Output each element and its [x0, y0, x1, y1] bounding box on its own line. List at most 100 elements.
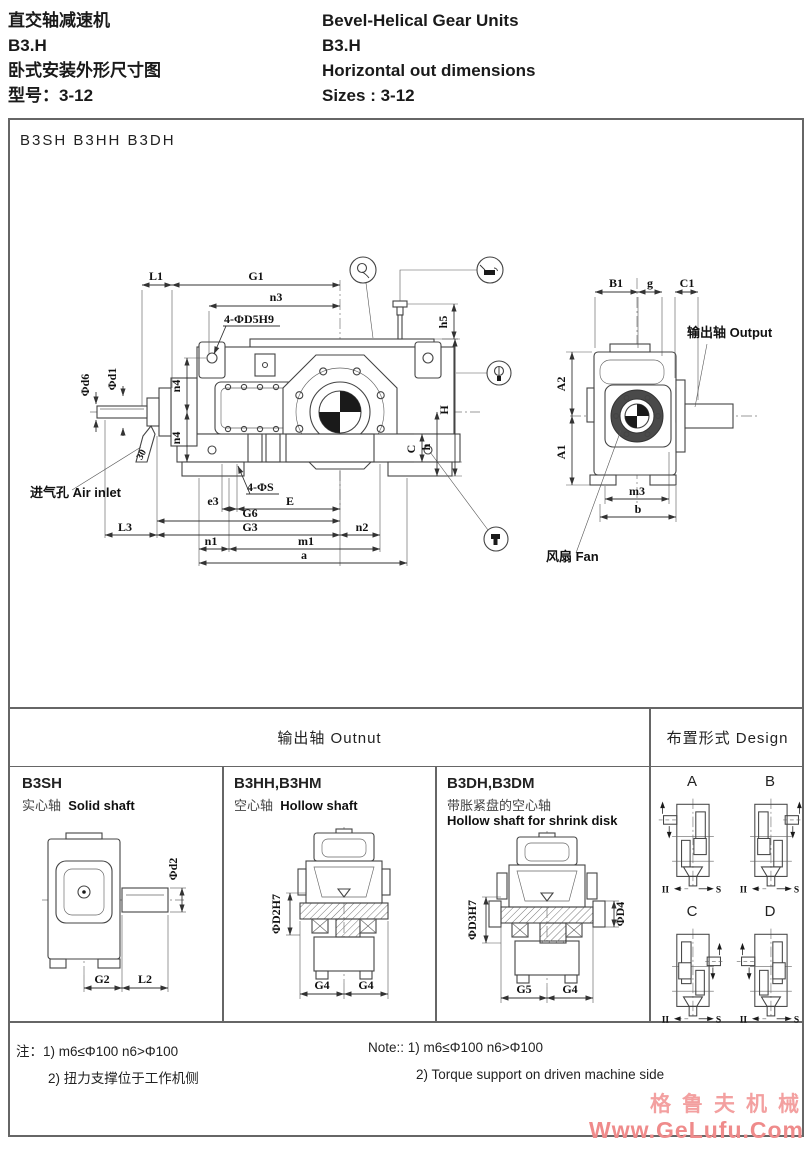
cell-b3dh-title: B3DH,B3DM	[447, 775, 535, 792]
shrink-disk-drawing: ΦD3H7 ΦD4 G5 G4	[465, 831, 627, 1003]
dim-a: a	[301, 548, 307, 562]
dim-A2: A2	[554, 377, 568, 392]
base	[176, 433, 461, 477]
note-zh-line2: 2) 扭力支撑位于工作机侧	[48, 1071, 199, 1086]
air-inlet-tube	[135, 424, 156, 463]
axis-s-label: S	[716, 886, 721, 896]
dim-C: C	[404, 445, 418, 454]
dim-h5: h5	[436, 316, 450, 329]
output-shaft-end	[684, 403, 734, 429]
dim-G4-right: G4	[358, 978, 373, 992]
watermark-brand: 格鲁夫机械	[650, 1093, 810, 1116]
cell-b3dh-sub-en: Hollow shaft for shrink disk	[447, 813, 618, 828]
cell-b3dh-sub-zh: 带胀紧盘的空心轴	[447, 795, 551, 814]
dim-L3: L3	[118, 520, 132, 534]
title-en: Bevel-Helical Gear Units	[322, 11, 519, 30]
dim-D4: ΦD4	[613, 902, 627, 927]
axis-s-label: S	[794, 886, 799, 896]
dim-G1: G1	[248, 269, 263, 283]
dim-H: H	[437, 405, 451, 415]
design-b-diagram: II S	[740, 798, 804, 896]
table-bottom-border	[10, 1021, 802, 1023]
drain-plug-icon	[491, 534, 500, 545]
shrink-disk	[539, 922, 567, 944]
series-zh: B3.H	[8, 36, 47, 55]
cell-design: A II S B	[649, 767, 807, 1026]
dim-n4-upper: n4	[169, 380, 183, 393]
dim-d6: Φd6	[78, 374, 92, 397]
axis-ii-label: II	[740, 1016, 748, 1026]
gearbox-end-view	[586, 343, 734, 486]
column-divider-1	[222, 767, 224, 1022]
dim-G5: G5	[516, 982, 531, 996]
column-divider-2	[435, 767, 437, 1022]
design-a-diagram: II S	[658, 798, 721, 896]
air-inlet-label: 进气孔 Air inlet	[30, 485, 122, 500]
dim-4xS: 4-ΦS	[247, 480, 274, 494]
gearbox-side-view	[96, 300, 461, 477]
design-a-label: A	[686, 773, 697, 790]
header-chinese: 直交轴减速机 B3.H 卧式安装外形尺寸图 型号：3-12	[8, 8, 161, 108]
dim-d2: Φd2	[166, 858, 180, 881]
note-en-item1: 1) m6≤Φ100 n6>Φ100	[407, 1040, 543, 1055]
design-d-diagram: II S	[736, 928, 799, 1026]
model-codes-label: B3SH B3HH B3DH	[20, 132, 176, 149]
axis-ii-label: II	[662, 1016, 670, 1026]
fan-label: 风扇 Fan	[546, 549, 599, 564]
table-header-border	[10, 765, 802, 767]
axis-ii-label: II	[662, 886, 670, 896]
note-zh-item1: 1) m6≤Φ100 n6>Φ100	[43, 1044, 179, 1059]
cell-b3dh-sub-zh-text: 带胀紧盘的空心轴	[447, 798, 552, 813]
design-column-divider	[649, 707, 651, 1022]
dim-d1: Φd1	[105, 368, 119, 391]
dim-4xD5H9: 4-ΦD5H9	[224, 312, 274, 326]
cell-b3sh-sub-zh: 实心轴	[22, 798, 62, 813]
design-d: D II S	[733, 903, 807, 1038]
output-shaft-header: 输出轴 Outnut	[277, 729, 382, 747]
dim-m3: m3	[629, 484, 645, 498]
design-c-diagram: II S	[662, 928, 726, 1026]
dim-D3H7: ΦD3H7	[465, 900, 479, 940]
dim-A1: A1	[554, 445, 568, 460]
watermark: 格鲁夫机械 Www.GeLufu.Com	[589, 1092, 804, 1145]
design-d-label: D	[764, 903, 776, 920]
oil-dipstick	[392, 300, 408, 340]
design-header: 布置形式 Design	[666, 729, 789, 747]
dim-B1: B1	[609, 276, 623, 290]
breather-plug-icon	[356, 262, 370, 279]
note-zh-line1: 注：1) m6≤Φ100 n6>Φ100	[16, 1040, 178, 1060]
dim-G4: G4	[562, 982, 577, 996]
screw-plug-icon	[493, 365, 505, 381]
dim-h: h	[419, 443, 433, 450]
hollow-bore	[299, 902, 389, 920]
design-c: C II S	[655, 903, 729, 1038]
dim-g: g	[647, 276, 653, 290]
design-b-label: B	[764, 773, 775, 790]
axis-s-label: S	[716, 1016, 721, 1026]
dim-G6: G6	[242, 506, 257, 520]
cell-b3dh: B3DH,B3DM 带胀紧盘的空心轴 Hollow shaft for shri…	[435, 767, 649, 1022]
solid-shaft-drawing: Φd2 G2 L2	[42, 832, 186, 992]
cell-b3hh-sub-en: Hollow shaft	[280, 798, 358, 813]
dim-e3: e3	[207, 494, 218, 508]
dim-G3: G3	[242, 520, 257, 534]
axis-ii-label: II	[740, 886, 748, 896]
dim-G4-left: G4	[314, 978, 329, 992]
dim-n2: n2	[356, 520, 369, 534]
note-en-line2: 2) Torque support on driven machine side	[416, 1067, 665, 1082]
cell-b3hh-subtitle: 空心轴 Hollow shaft	[234, 795, 358, 814]
cell-b3sh-sub-en: Solid shaft	[68, 798, 135, 813]
cell-b3hh: B3HH,B3HM 空心轴 Hollow shaft	[222, 767, 435, 1022]
gear-unit-drawing: L1 G1 n3 4-ΦD5H9 h5 Φd6 Φd1 n4 n4	[30, 256, 773, 566]
dim-n1: n1	[205, 534, 218, 548]
dim-C1: C1	[680, 276, 695, 290]
sizes-en: Sizes : 3-12	[322, 86, 415, 105]
design-b: B II S	[733, 773, 807, 908]
note-en-label: Note::	[368, 1040, 405, 1055]
dim-b: b	[635, 502, 642, 516]
callout-balloons	[349, 256, 512, 552]
cell-b3sh-title: B3SH	[22, 775, 63, 792]
side-view-dimensions: L1 G1 n3 4-ΦD5H9 h5 Φd6 Φd1 n4 n4	[78, 269, 462, 566]
output-shaft-label: 输出轴 Output	[687, 325, 773, 340]
cell-b3sh: B3SH 实心轴 Solid shaft Φd2	[10, 767, 222, 1022]
